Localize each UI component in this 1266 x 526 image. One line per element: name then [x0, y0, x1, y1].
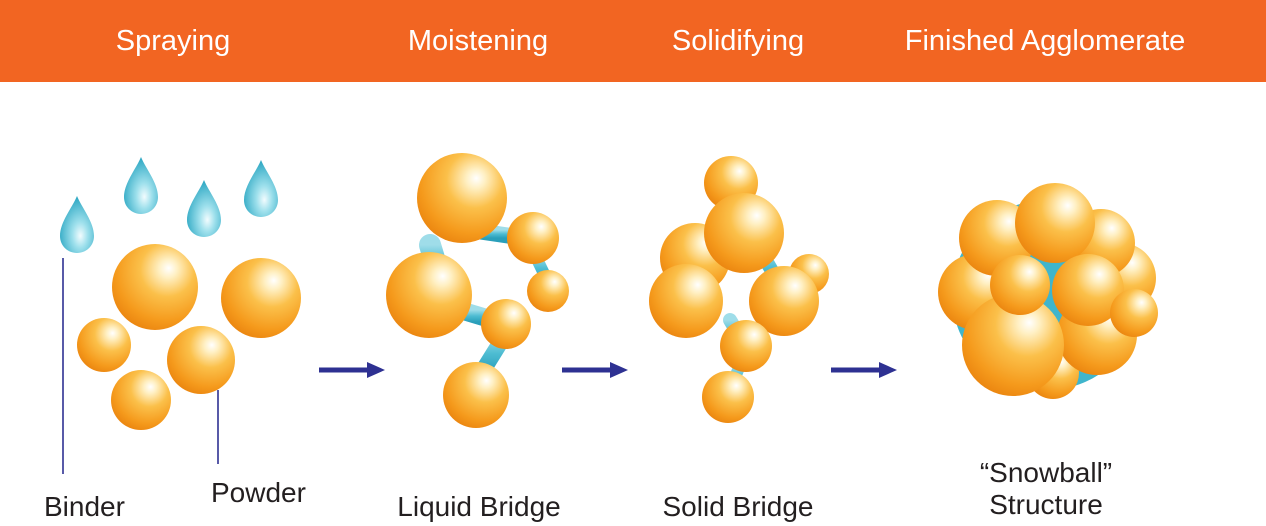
caption-structure: Structure	[989, 489, 1103, 520]
powder-particle-icon	[507, 212, 559, 264]
powder-particle-icon	[77, 318, 131, 372]
stage-header-bar: Spraying Moistening Solidifying Finished…	[0, 0, 1266, 82]
caption-snowball: “Snowball”	[979, 457, 1113, 488]
powder-particle-icon	[167, 326, 235, 394]
powder-particle-icon	[720, 320, 772, 372]
powder-particle-icon	[112, 244, 198, 330]
stage-title-moistening: Moistening	[407, 25, 549, 57]
arrow-right-icon	[831, 362, 897, 378]
powder-particle-icon	[481, 299, 531, 349]
stage-title-solidifying: Solidifying	[671, 25, 805, 57]
powder-particle-icon	[443, 362, 509, 428]
powder-particle-icon	[649, 264, 723, 338]
arrow-right-icon	[319, 362, 385, 378]
powder-particles	[77, 244, 301, 430]
powder-particle-icon	[417, 153, 507, 243]
powder-particle-icon	[1110, 289, 1158, 337]
arrow-right-icon	[562, 362, 628, 378]
powder-particle-icon	[111, 370, 171, 430]
binder-drop-icon	[187, 180, 221, 237]
powder-particle-icon	[1015, 183, 1095, 263]
binder-drop-icon	[244, 160, 278, 217]
powder-particle-icon	[527, 270, 569, 312]
moistened-particles	[386, 153, 569, 428]
snowball-agglomerate	[938, 183, 1158, 399]
caption-powder: Powder	[211, 477, 306, 508]
powder-particle-icon	[702, 371, 754, 423]
powder-particle-icon	[1052, 254, 1124, 326]
stage-title-finished-agglomerate: Finished Agglomerate	[904, 25, 1186, 57]
binder-drop-icon	[60, 196, 94, 253]
powder-particle-icon	[990, 255, 1050, 315]
caption-binder: Binder	[44, 491, 125, 522]
solidified-particles	[649, 156, 829, 423]
powder-particle-icon	[386, 252, 472, 338]
caption-solid-bridge: Solid Bridge	[662, 491, 814, 522]
powder-particle-icon	[749, 266, 819, 336]
powder-particle-icon	[962, 294, 1064, 396]
powder-particle-icon	[704, 193, 784, 273]
binder-drops	[60, 157, 278, 253]
caption-liquid-bridge: Liquid Bridge	[397, 491, 561, 522]
binder-drop-icon	[124, 157, 158, 214]
stage-title-spraying: Spraying	[115, 25, 231, 57]
powder-particle-icon	[221, 258, 301, 338]
